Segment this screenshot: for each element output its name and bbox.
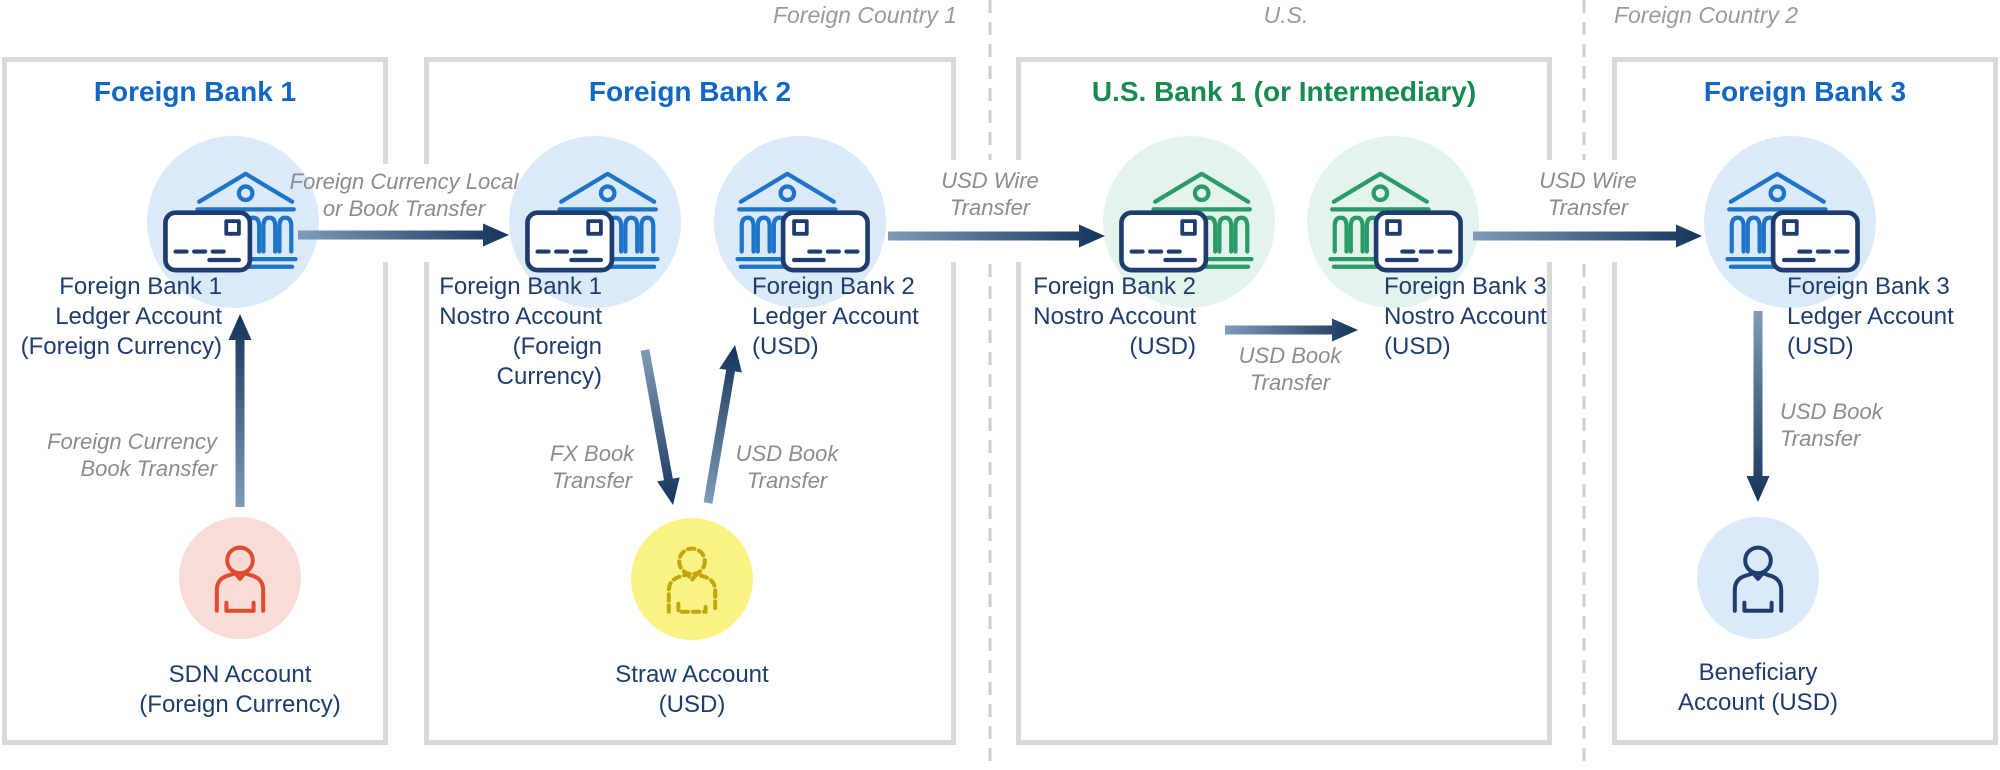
arrow-straw-to-ledger [703,345,742,504]
fb3-ledger-account-label: Foreign Bank 3 Ledger Account (USD) [1787,273,1954,360]
transfer-label-fx-book: FX Book Transfer [549,441,635,493]
straw-account-circle [631,518,753,640]
arrow-nostro2-to-nostro3 [1225,318,1358,342]
fb1-nostro-account-circle [509,136,681,308]
transfer-label-usd-book-beneficiary: USD Book Transfer [1780,399,1883,451]
fb2-ledger-account-label: Foreign Bank 2 Ledger Account (USD) [752,273,919,360]
fb2-ledger-account-circle [714,136,886,308]
box-title-us-bank-1: U.S. Bank 1 (or Intermediary) [1091,76,1477,107]
arrow-fb2-to-usbank [888,224,1105,248]
arrow-sdn-to-fb1-ledger [228,314,252,507]
box-title-foreign-bank-2: Foreign Bank 2 [588,76,792,107]
arrow-fb3-to-beneficiary [1746,311,1770,502]
sdn-account-label: SDN Account (Foreign Currency) [139,661,341,718]
fb3-nostro-account-circle [1307,136,1479,308]
border-gap-patch [1532,160,1628,262]
region-label-us: U.S. [1263,2,1309,28]
arrow-nostro-to-straw [640,349,680,505]
fb3-nostro-account-label: Foreign Bank 3 Nostro Account (USD) [1384,273,1547,360]
border-gap-patch [936,160,1034,262]
beneficiary-account-label: Beneficiary Account (USD) [1677,659,1839,716]
sdn-account-circle [179,517,301,639]
transfer-label-foreign-currency-local: Foreign Currency Local or Book Transfer [289,169,519,221]
region-label-foreign-country-1: Foreign Country 1 [772,2,958,28]
border-gap-patch [375,164,439,262]
fb3-ledger-account-circle [1704,136,1876,308]
region-label-foreign-country-2: Foreign Country 2 [1613,2,1799,28]
box-title-foreign-bank-3: Foreign Bank 3 [1703,76,1907,107]
arrow-usbank-to-fb3 [1473,224,1702,248]
fb1-ledger-account-label: Foreign Bank 1 Ledger Account (Foreign C… [20,273,222,360]
fb2-nostro-account-circle [1103,136,1275,308]
arrow-fb1-to-fb2 [298,223,509,247]
transfer-label-usd-wire-2: USD Wire Transfer [1539,168,1637,220]
fb1-ledger-account-circle [147,136,319,308]
fb1-nostro-account-label: Foreign Bank 1 Nostro Account (Foreign C… [439,273,602,390]
beneficiary-account-circle [1697,517,1819,639]
transfer-label-foreign-currency-book: Foreign Currency Book Transfer [47,429,217,481]
straw-account-label: Straw Account (USD) [615,661,769,718]
transfer-label-usd-book-us: USD Book Transfer [1238,343,1342,395]
box-title-foreign-bank-1: Foreign Bank 1 [93,76,297,107]
transfer-label-usd-book-straw: USD Book Transfer [735,441,839,493]
fb2-nostro-account-label: Foreign Bank 2 Nostro Account (USD) [1033,273,1196,360]
transfer-label-usd-wire-1: USD Wire Transfer [941,168,1039,220]
